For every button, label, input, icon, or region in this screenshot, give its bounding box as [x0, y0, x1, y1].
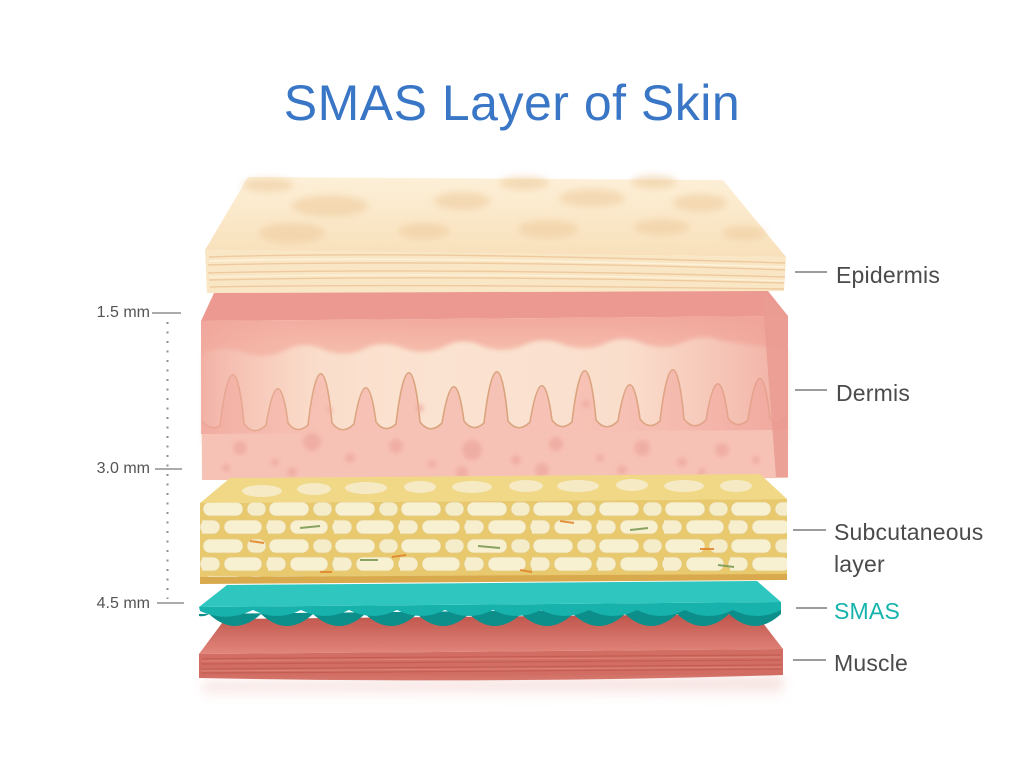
- label-leader-lines: [793, 271, 827, 661]
- dermis-layer-graphic: [201, 291, 788, 480]
- label-subcutaneous: Subcutaneous layer: [834, 519, 984, 577]
- depth-mark-1-5mm: 1.5 mm: [96, 304, 150, 321]
- label-epidermis: Epidermis: [836, 262, 941, 288]
- smas-layer-graphic: [199, 581, 781, 626]
- floor-reflection: [202, 678, 783, 706]
- depth-scale-lines: [152, 312, 184, 604]
- subcutaneous-layer-graphic: [200, 474, 787, 584]
- diagram-title: SMAS Layer of Skin: [283, 75, 741, 131]
- label-dermis: Dermis: [836, 380, 911, 406]
- epidermis-layer-graphic: [205, 175, 786, 293]
- label-smas: SMAS: [834, 598, 900, 624]
- depth-mark-3-0mm: 3.0 mm: [96, 460, 150, 477]
- depth-mark-4-5mm: 4.5 mm: [96, 595, 150, 612]
- label-muscle: Muscle: [834, 650, 909, 676]
